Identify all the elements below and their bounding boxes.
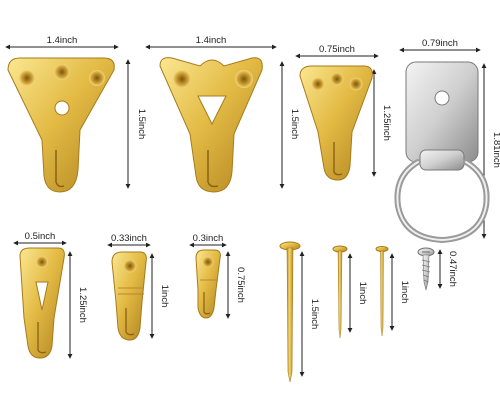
d-ring-width-label: 0.79inch [422, 38, 458, 49]
hook-small-a: 0.5inch 1.25inch [13, 231, 88, 359]
d-ring: 0.79inch 1.81inch [394, 38, 500, 244]
hook-large-b-width-label: 1.4inch [196, 35, 227, 46]
hook-small-c-width-label: 0.3inch [193, 233, 224, 244]
nail-medium-a-height-label: 1inch [357, 282, 368, 305]
hook-large-b: 1.4inch 1.5inch [145, 35, 300, 193]
nail-medium-a: 1inch [332, 245, 368, 339]
hook-medium: 0.75inch 1.25inch [295, 44, 392, 181]
hook-small-a-width-label: 0.5inch [25, 231, 56, 242]
screw: 0.47inch [417, 247, 458, 291]
nail-medium-b: 1inch [375, 246, 410, 337]
hook-small-b: 0.33inch 1inch [107, 233, 170, 341]
nail-medium-b-height-label: 1inch [399, 281, 410, 304]
nail-long: 1.5inch [279, 241, 320, 383]
hook-large-a-height-label: 1.5inch [136, 109, 147, 140]
d-ring-height-label: 1.81inch [491, 132, 500, 168]
hook-small-b-width-label: 0.33inch [111, 233, 147, 244]
hook-large-b-height-label: 1.5inch [289, 109, 300, 140]
hook-medium-width-label: 0.75inch [319, 44, 355, 55]
hook-small-a-height-label: 1.25inch [77, 287, 88, 323]
screw-height-label: 0.47inch [447, 251, 458, 287]
hook-small-c-height-label: 0.75inch [235, 267, 246, 303]
hook-large-a-width-label: 1.4inch [47, 35, 78, 46]
hook-medium-height-label: 1.25inch [381, 105, 392, 141]
hook-large-a: 1.4inch 1.5inch [5, 35, 147, 193]
hook-small-b-height-label: 1inch [159, 285, 170, 308]
hook-small-c: 0.3inch 0.75inch [189, 233, 246, 319]
nail-long-height-label: 1.5inch [309, 299, 320, 330]
